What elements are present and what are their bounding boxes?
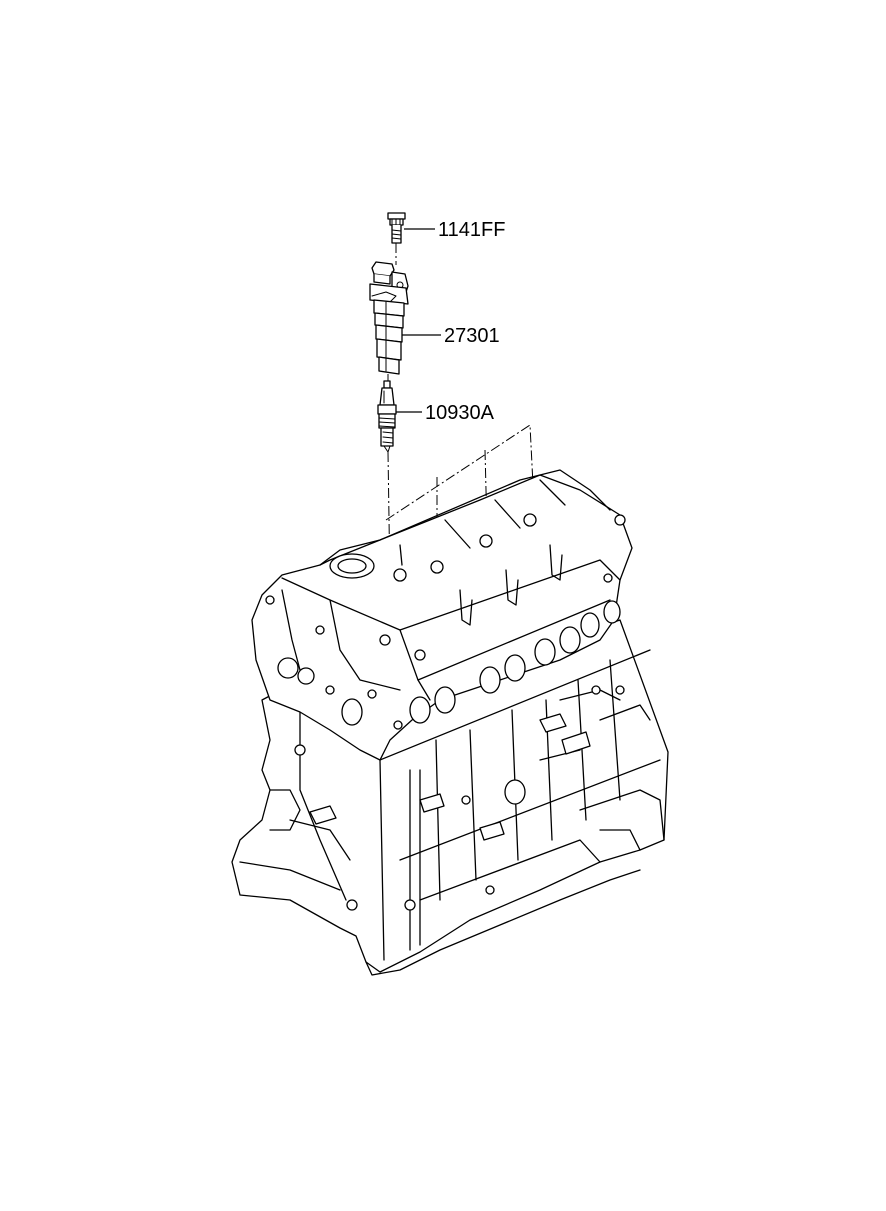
part-label-bolt[interactable]: 1141FF [438,219,505,241]
ignition-coil-icon[interactable] [369,261,409,375]
bolt-icon[interactable] [387,212,406,244]
part-label-ignition-coil[interactable]: 27301 [444,325,500,347]
spark-plug-icon[interactable] [377,380,397,453]
part-label-spark-plug[interactable]: 10930A [425,402,495,424]
engine-assembly-icon[interactable] [231,469,669,976]
leader-lines [396,228,441,413]
